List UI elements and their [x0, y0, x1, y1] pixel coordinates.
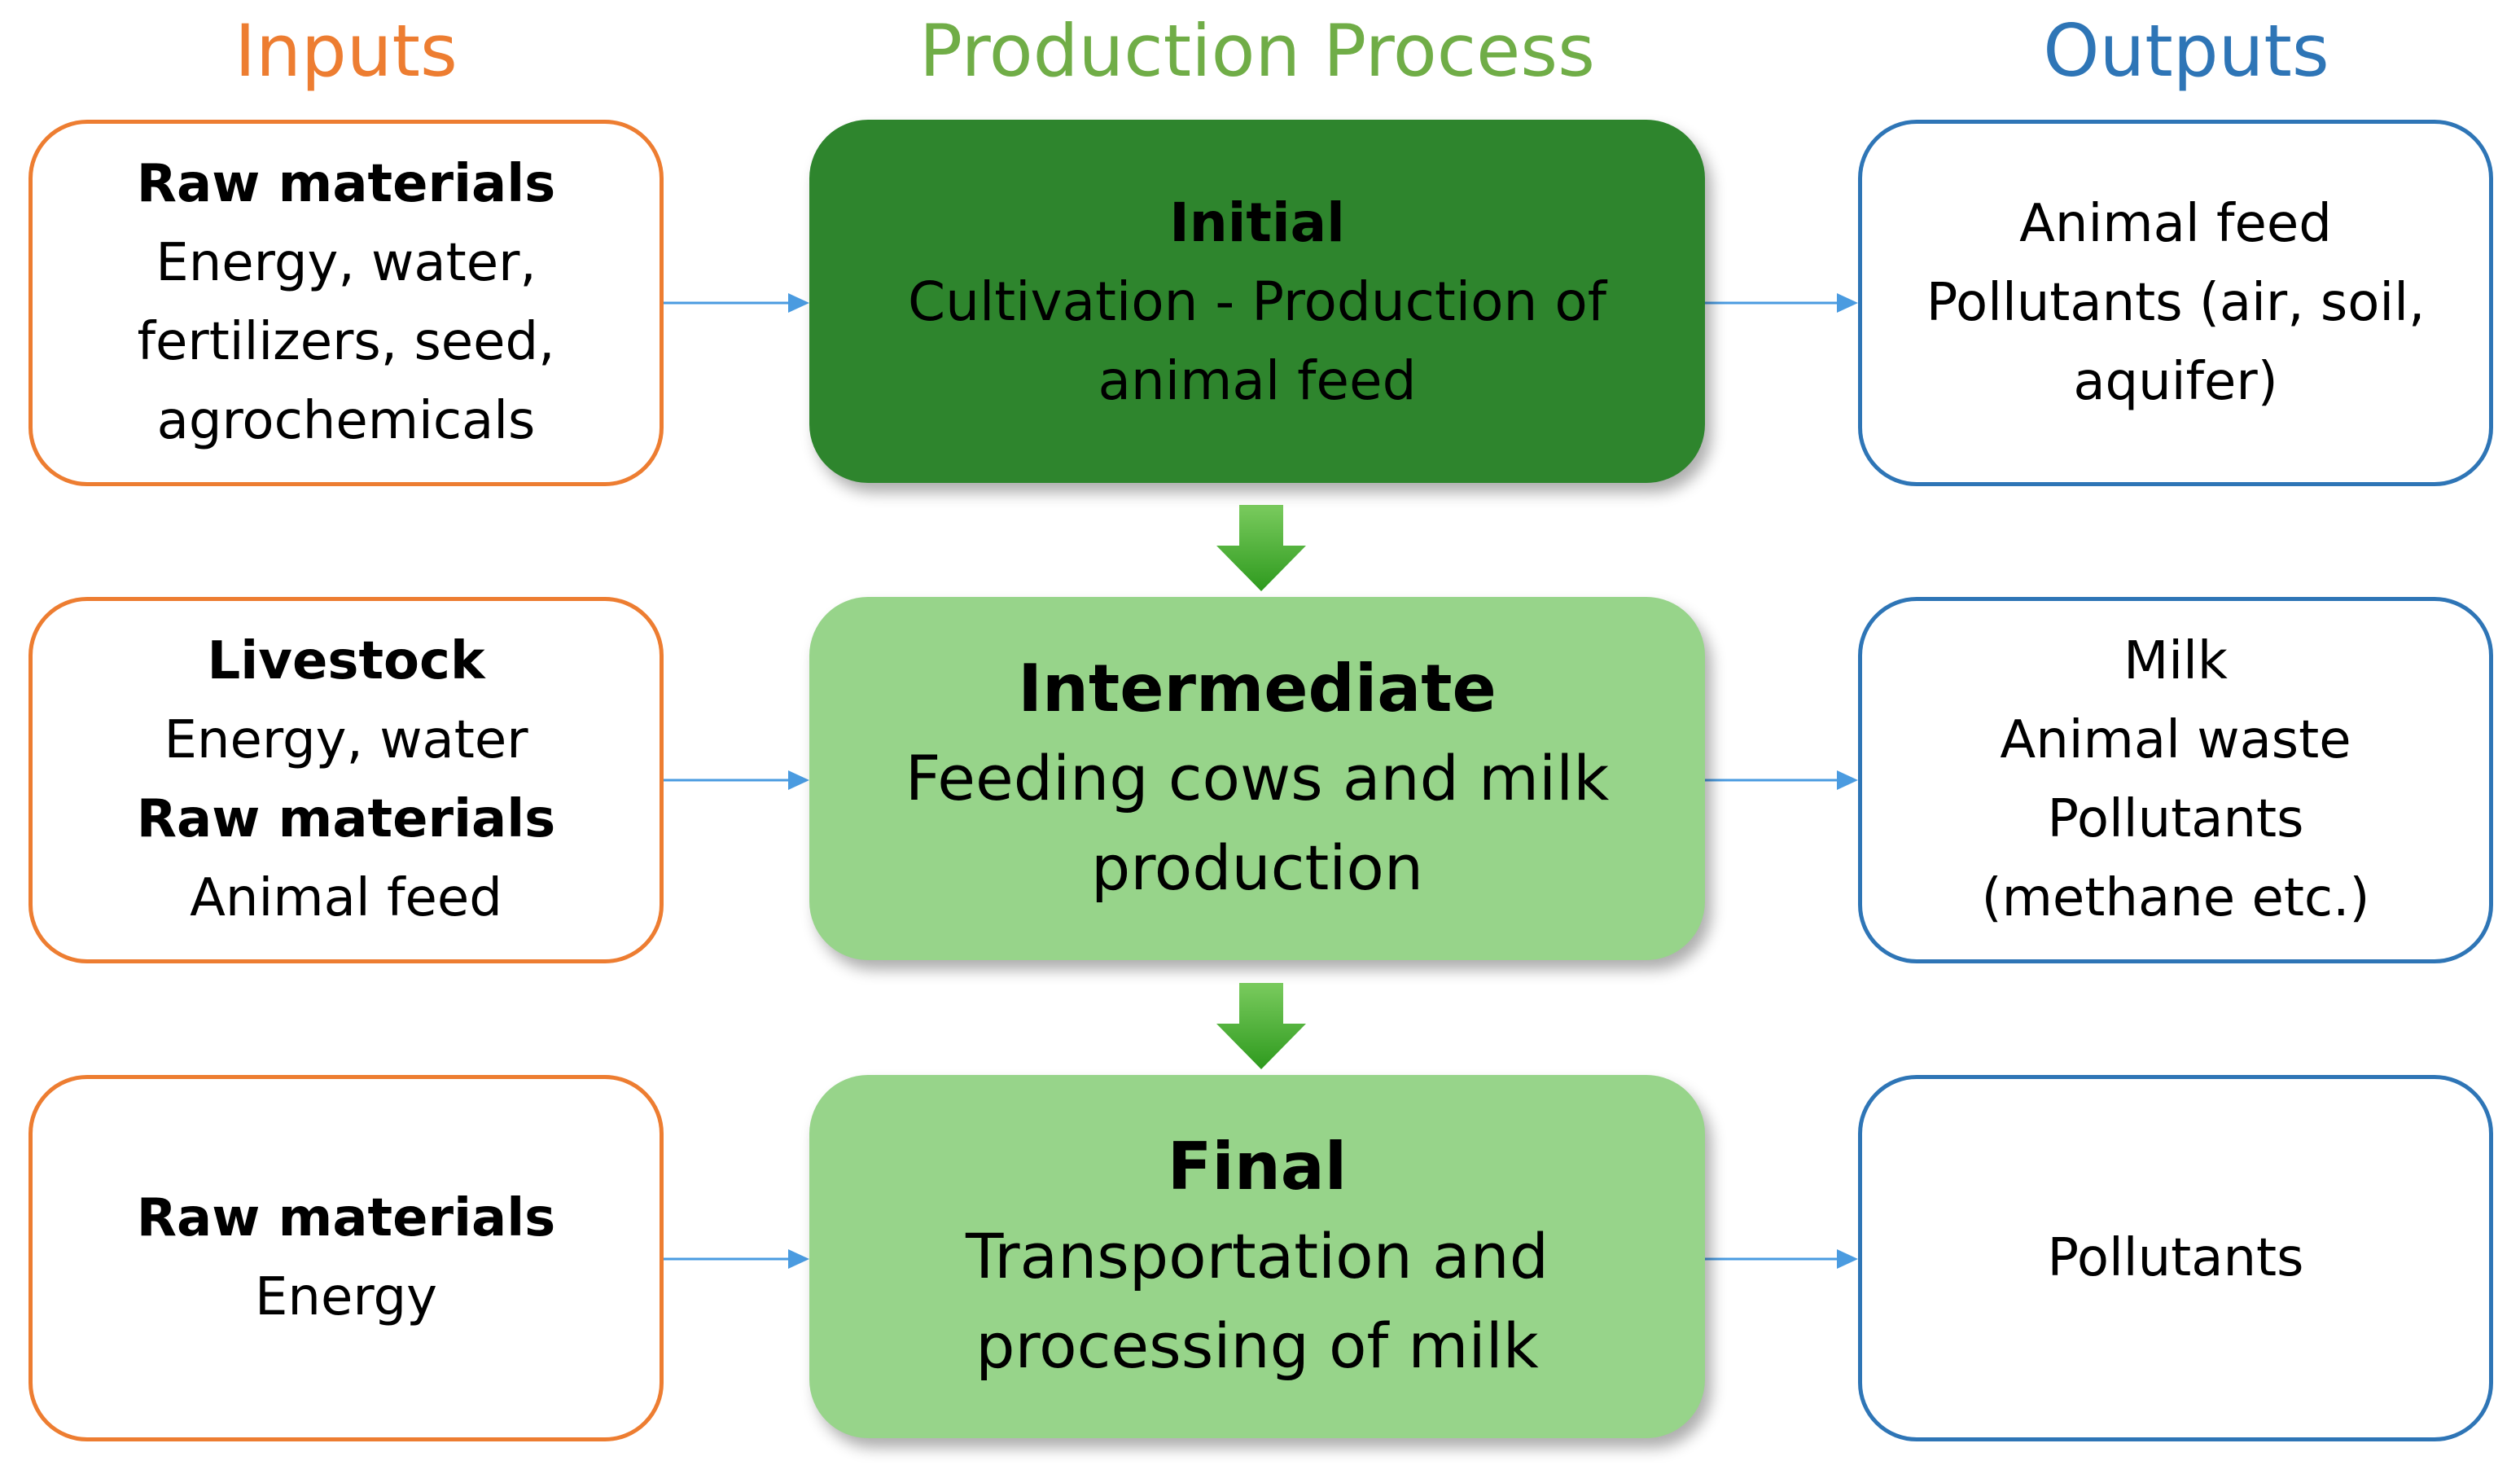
- input-line: agrochemicals: [156, 391, 536, 451]
- input-line: Energy, water: [164, 710, 528, 770]
- output-box-intermediate: Milk Animal waste Pollutants (methane et…: [1858, 597, 2493, 963]
- output-line: aquifer): [2073, 351, 2278, 412]
- input-line: Animal feed: [190, 868, 502, 928]
- input-box-final: Raw materials Energy: [28, 1075, 664, 1441]
- connector-arrow-intermediate-output: [1705, 770, 1858, 790]
- inputs-heading: Inputs: [234, 9, 458, 93]
- stage-title: Intermediate: [1018, 651, 1497, 726]
- output-box-final: Pollutants: [1858, 1075, 2493, 1441]
- input-line: Raw materials: [136, 789, 556, 849]
- flow-arrow-down-icon: [1216, 983, 1306, 1069]
- stage-description: Feeding cows and milk: [905, 742, 1610, 814]
- input-line: Raw materials: [136, 1188, 556, 1248]
- input-box-intermediate: Livestock Energy, water Raw materials An…: [28, 597, 664, 963]
- input-line: Energy, water,: [156, 233, 537, 293]
- stage-title: Initial: [1169, 191, 1345, 254]
- output-line: Animal feed: [2019, 193, 2332, 254]
- input-line: Raw materials: [136, 154, 556, 214]
- output-line: Animal waste: [2000, 710, 2351, 770]
- stage-box-intermediate: Intermediate Feeding cows and milk produ…: [809, 597, 1705, 960]
- connector-arrow-input-intermediate: [664, 770, 809, 790]
- input-line: fertilizers, seed,: [137, 312, 555, 372]
- production-process-heading: Production Process: [919, 9, 1595, 93]
- output-line: Pollutants: [2047, 789, 2304, 849]
- connector-arrow-final-output: [1705, 1249, 1858, 1269]
- output-line: Milk: [2123, 631, 2228, 691]
- output-line: Pollutants: [2047, 1227, 2304, 1288]
- stage-box-initial: Initial Cultivation - Production of anim…: [809, 120, 1705, 483]
- input-line: Livestock: [207, 631, 485, 691]
- stage-description: animal feed: [1098, 349, 1417, 412]
- input-line: Energy: [254, 1267, 438, 1327]
- flow-arrow-down-icon: [1216, 505, 1306, 591]
- stage-box-final: Final Transportation and processing of m…: [809, 1075, 1705, 1438]
- stage-description: processing of milk: [975, 1309, 1539, 1382]
- output-line: Pollutants (air, soil,: [1926, 272, 2426, 333]
- connector-arrow-initial-output: [1705, 293, 1858, 313]
- input-box-initial: Raw materials Energy, water, fertilizers…: [28, 120, 664, 486]
- stage-description: Transportation and: [966, 1220, 1549, 1292]
- output-line: (methane etc.): [1981, 868, 2370, 928]
- stage-description: production: [1090, 831, 1424, 904]
- connector-arrow-input-final: [664, 1249, 809, 1269]
- outputs-heading: Outputs: [2043, 9, 2329, 93]
- connector-arrow-input-initial: [664, 293, 809, 313]
- output-box-initial: Animal feed Pollutants (air, soil, aquif…: [1858, 120, 2493, 486]
- stage-description: Cultivation - Production of: [908, 270, 1606, 333]
- stage-title: Final: [1167, 1129, 1348, 1204]
